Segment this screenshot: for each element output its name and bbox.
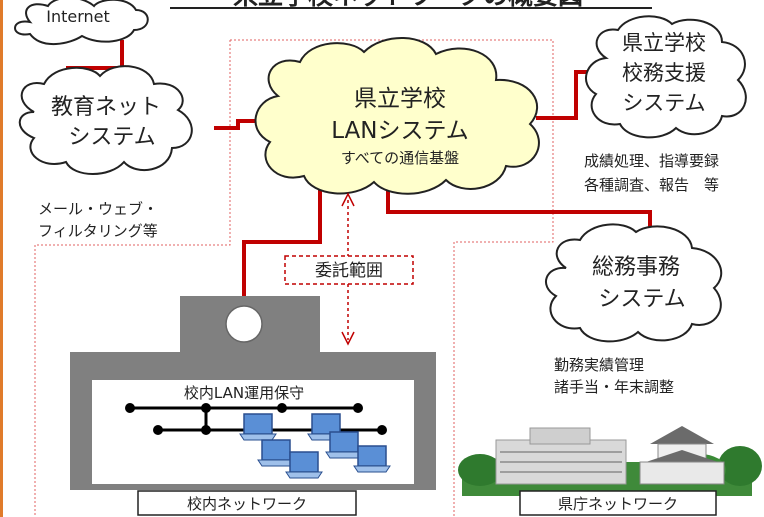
- lan-node: [153, 425, 163, 435]
- left-accent-bar: [0, 0, 3, 517]
- school-support-cloud: 県立学校 校務支援 システム: [585, 15, 747, 139]
- internet-cloud: Internet: [14, 0, 149, 45]
- consignment-area-right: [230, 39, 554, 517]
- school-network-caption-box: [137, 490, 357, 516]
- school-support-note2: 各種調査、報告 等: [584, 176, 719, 194]
- pc-icon: [353, 445, 391, 473]
- pc-icon: [257, 439, 295, 467]
- link-lan-school: [242, 186, 322, 298]
- lan-node: [377, 425, 387, 435]
- school-support-line3: システム: [622, 91, 705, 115]
- education-net-note2: フィルタリング等: [38, 222, 158, 240]
- general-affairs-line2: システム: [598, 287, 685, 312]
- general-affairs-line1: 総務事務: [592, 255, 680, 280]
- education-net-cloud: 教育ネット システム: [18, 65, 193, 175]
- lan-system-line1: 県立学校: [354, 86, 446, 112]
- lan-node: [201, 403, 211, 413]
- education-net-line1: 教育ネット: [51, 95, 161, 120]
- general-affairs-note1: 勤務実績管理: [554, 356, 644, 374]
- diagram-title: 県立学校ネットワークの概要図: [233, 0, 583, 10]
- lan-system-line2: LANシステム: [331, 118, 469, 144]
- pc-icon: [285, 451, 323, 479]
- prefectural-office-image: [458, 426, 762, 496]
- lan-node: [125, 403, 135, 413]
- consignment-label-box: [284, 255, 414, 285]
- general-affairs-note2: 諸手当・年末調整: [554, 378, 674, 396]
- consignment-area-left: [34, 40, 231, 517]
- prefecture-network-caption: 県庁ネットワーク: [558, 495, 678, 513]
- school-building: 校内LAN運用保守: [70, 296, 436, 490]
- consignment-arrow-up: [341, 192, 355, 207]
- school-support-line2: 校務支援: [622, 61, 706, 85]
- consignment-scope: 委託範囲: [284, 192, 414, 346]
- lan-node: [201, 425, 211, 435]
- consignment-label: 委託範囲: [315, 261, 383, 281]
- lan-system-line3: すべての通信基盤: [341, 149, 459, 167]
- school-support-note1: 成績処理、指導要録: [584, 152, 719, 170]
- pc-icon: [325, 431, 363, 459]
- school-support-cloud-shape: [585, 15, 747, 139]
- lan-system-cloud-shape: [254, 37, 540, 195]
- education-net-note1: メール・ウェブ・: [38, 200, 158, 218]
- lan-node: [353, 403, 363, 413]
- pc-icon: [239, 413, 277, 441]
- school-network-caption: 校内ネットワーク: [187, 495, 307, 513]
- general-affairs-cloud: 総務事務 システム: [544, 223, 723, 343]
- lan-node: [277, 403, 287, 413]
- building-clock: [225, 305, 263, 343]
- prefecture-network-caption-box: [519, 490, 717, 516]
- education-net-line2: システム: [68, 125, 155, 150]
- castle-roof: [650, 426, 714, 444]
- consignment-arrow-down: [341, 331, 355, 346]
- school-lan-label: 校内LAN運用保守: [184, 384, 304, 402]
- general-affairs-cloud-shape: [544, 223, 723, 343]
- education-net-cloud-shape: [18, 65, 193, 175]
- lan-system-cloud: 県立学校 LANシステム すべての通信基盤: [254, 37, 540, 195]
- link-edunet-lan: [214, 119, 268, 130]
- internet-label: Internet: [46, 7, 110, 26]
- internet-cloud-shape: [14, 0, 149, 45]
- lan-topology: [125, 403, 391, 479]
- school-support-line1: 県立学校: [622, 31, 706, 55]
